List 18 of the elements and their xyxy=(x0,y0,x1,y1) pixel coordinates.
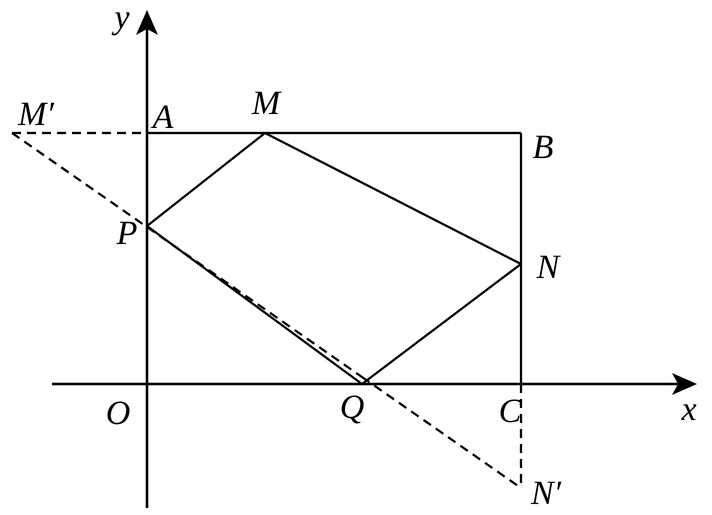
line-segment xyxy=(361,263,522,385)
line-segment xyxy=(147,132,265,134)
point-label: A xyxy=(152,101,174,135)
axis-label: x xyxy=(681,393,697,427)
point-label: N′ xyxy=(530,477,562,511)
point-label: M′ xyxy=(18,98,54,132)
point-label: B xyxy=(532,131,554,165)
line-segment xyxy=(146,132,266,227)
point-label: P xyxy=(116,217,138,251)
axis-label: y xyxy=(114,1,130,35)
point-label: M xyxy=(252,87,280,121)
line-segment xyxy=(520,264,522,384)
origin-label: O xyxy=(106,397,130,431)
point-label: Q xyxy=(340,391,364,425)
line-segment xyxy=(265,132,521,134)
point-label: N xyxy=(536,251,560,285)
line-segment xyxy=(520,133,522,264)
line-segment xyxy=(264,132,522,265)
